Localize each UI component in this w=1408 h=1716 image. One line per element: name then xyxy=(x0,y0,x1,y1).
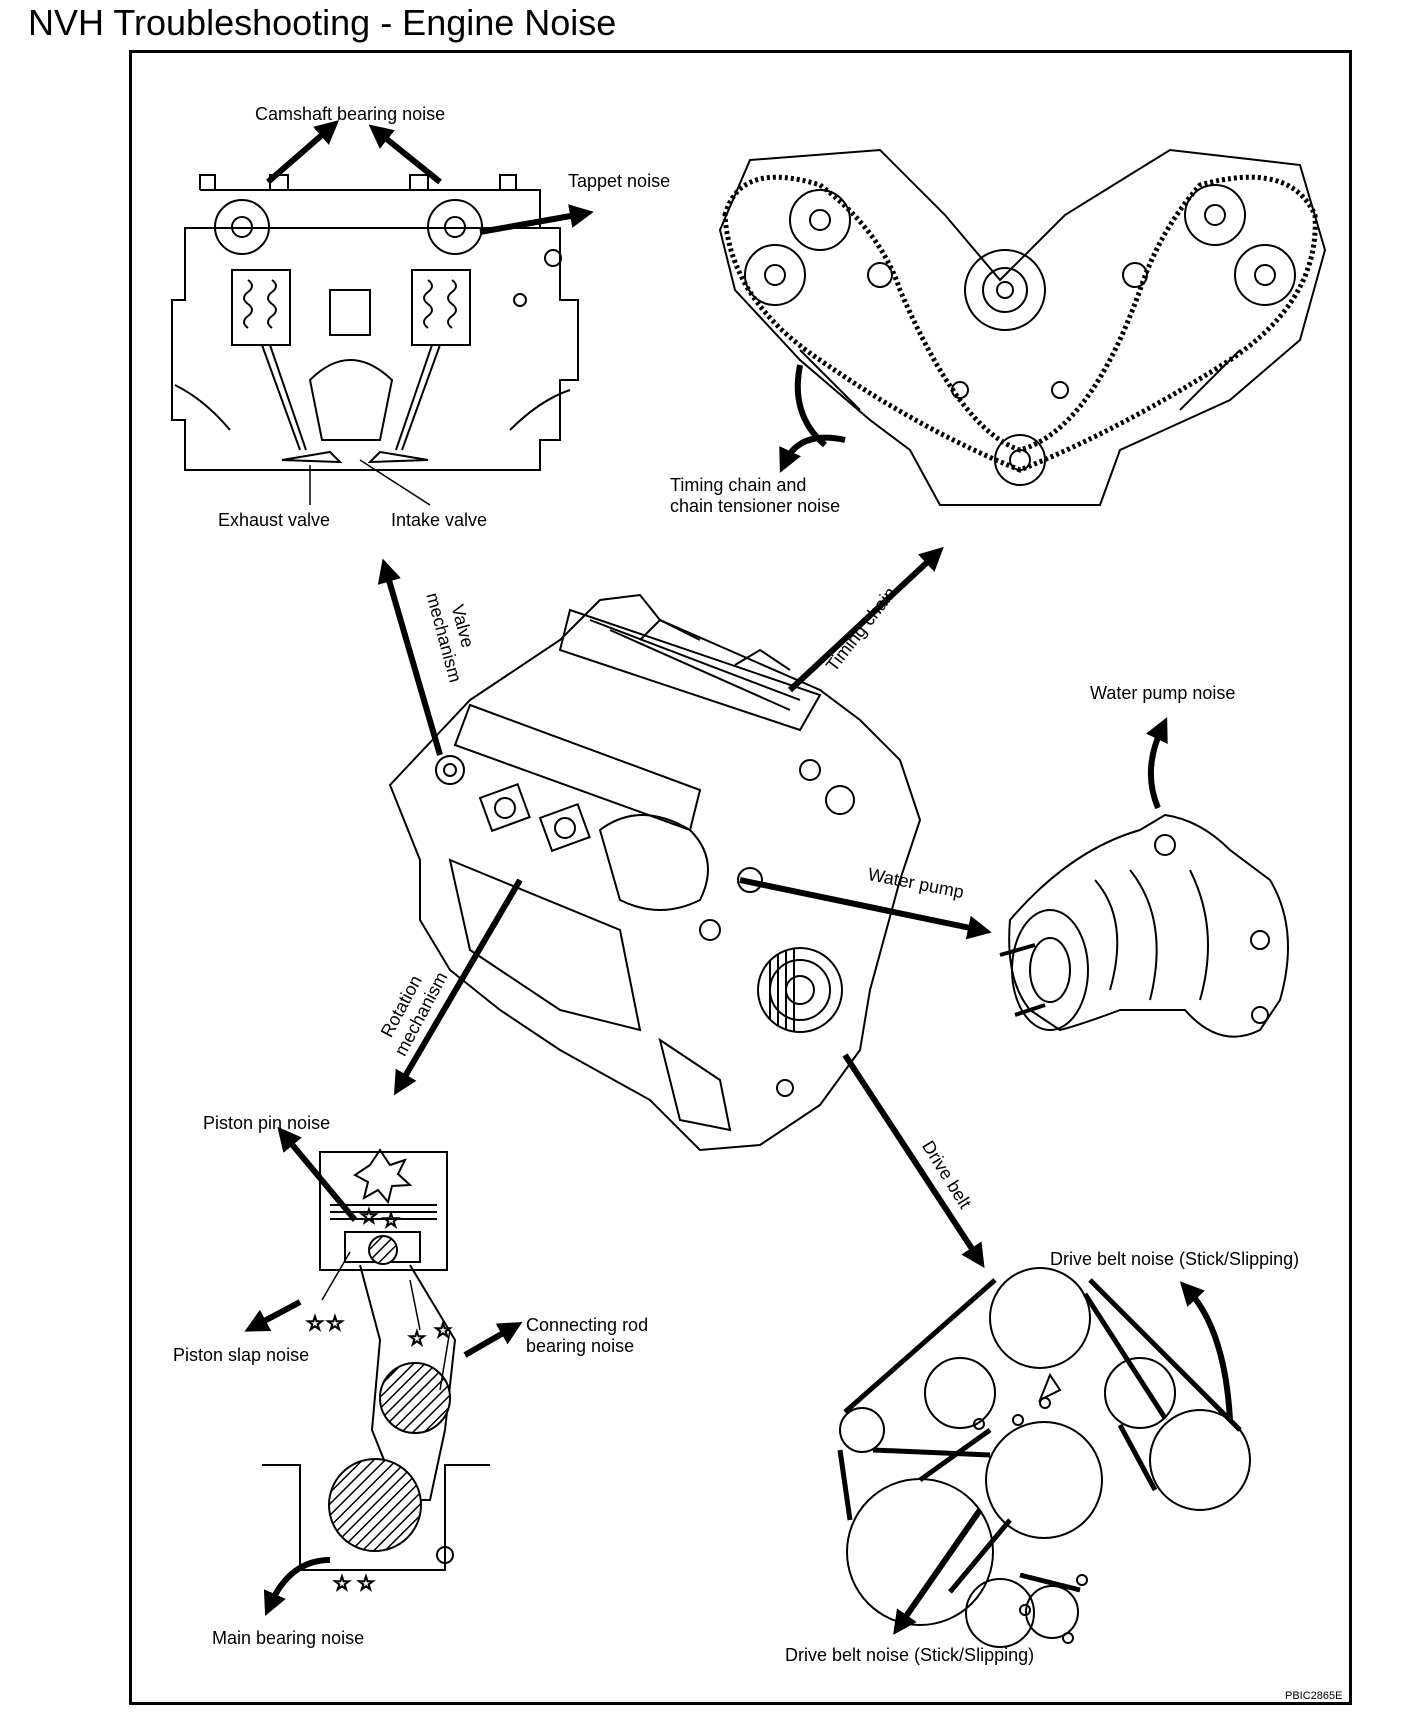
star-icon: ☆ xyxy=(382,1208,400,1232)
piston-arrows xyxy=(244,1126,523,1616)
drive-belt-noise-top-label: Drive belt noise (Stick/Slipping) xyxy=(1050,1249,1300,1269)
main-bearing-noise-label: Main bearing noise xyxy=(212,1628,365,1648)
water-pump-noise-arrow xyxy=(1146,717,1168,810)
star-icon: ☆ xyxy=(360,1204,378,1228)
connecting-rod-line2: bearing noise xyxy=(526,1335,635,1356)
star-icon: ☆ xyxy=(357,1571,375,1595)
timing-chain-noise-line1: Timing chain and xyxy=(670,475,807,495)
timing-chain-illustration xyxy=(718,148,1327,506)
camshaft-bearing-noise-label: Camshaft bearing noise xyxy=(255,104,446,124)
tappet-noise-label: Tappet noise xyxy=(568,171,671,191)
water-pump-noise-label: Water pump noise xyxy=(1090,683,1236,703)
timing-chain-noise-line2: chain tensioner noise xyxy=(670,495,841,516)
star-icon: ☆ xyxy=(306,1311,324,1335)
page-title: NVH Troubleshooting - Engine Noise xyxy=(28,2,617,43)
piston-stars: ☆ ☆ ☆ ☆ ☆ ☆ ☆ ☆ xyxy=(305,1203,452,1596)
engine-block-illustration xyxy=(388,593,922,1152)
drive-belt-path xyxy=(837,1278,1242,1594)
drive-belt-noise-bottom-label: Drive belt noise (Stick/Slipping) xyxy=(785,1645,1035,1665)
star-icon: ☆ xyxy=(434,1318,452,1342)
intake-valve-label: Intake valve xyxy=(391,510,488,530)
belt-drive-illustration xyxy=(839,1267,1251,1648)
star-icon: ☆ xyxy=(333,1571,351,1595)
diagram-frame xyxy=(129,50,1352,1705)
connecting-rod-bearing-noise-label: Connecting rod bearing noise xyxy=(526,1315,648,1356)
piston-slap-noise-label: Piston slap noise xyxy=(173,1345,310,1365)
camshaft-arrows xyxy=(266,120,594,235)
timing-chain-noise-label: Timing chain and chain tensioner noise xyxy=(670,475,840,516)
exhaust-valve-label: Exhaust valve xyxy=(218,510,331,530)
belt-noise-arrows xyxy=(893,1281,1233,1635)
star-icon: ☆ xyxy=(408,1326,426,1350)
piston-illustration xyxy=(262,1148,490,1571)
star-icon: ☆ xyxy=(326,1311,344,1335)
engine-arrows xyxy=(377,546,992,1269)
piston-pin-noise-label: Piston pin noise xyxy=(203,1113,331,1133)
water-pump-illustration xyxy=(999,813,1289,1038)
timing-chain-noise-arrow xyxy=(779,364,846,473)
connecting-rod-line1: Connecting rod xyxy=(526,1315,649,1335)
figure-code: PBIC2865E xyxy=(1285,1690,1343,1702)
cylinder-head-illustration xyxy=(171,174,579,471)
